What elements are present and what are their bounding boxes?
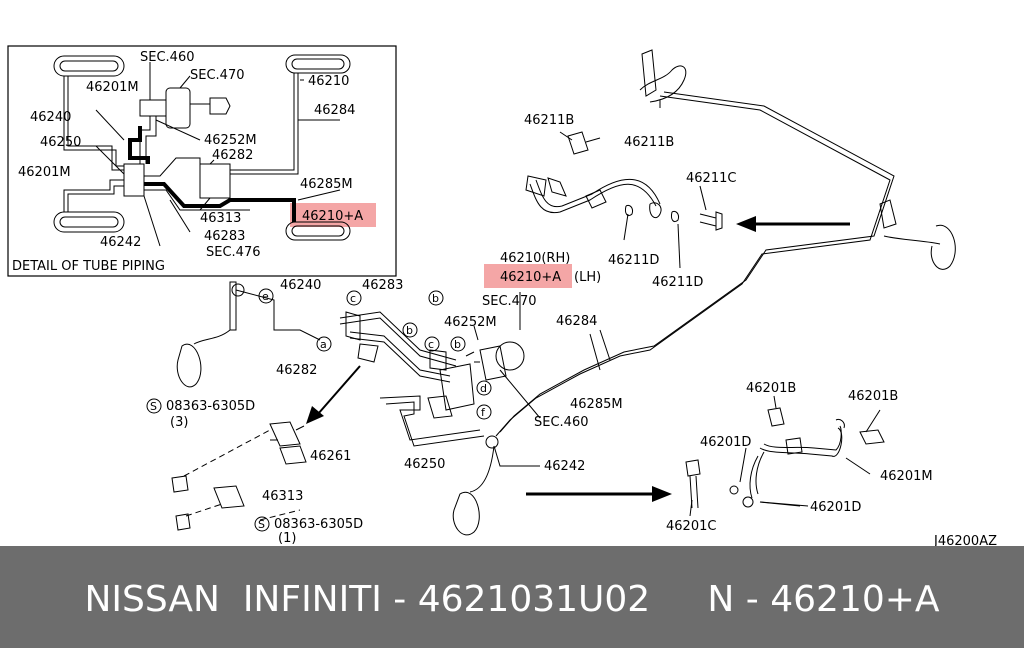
diagram-code: J46200AZ	[933, 534, 997, 546]
label-46211b-b: 46211B	[624, 135, 674, 150]
arrows	[306, 216, 850, 502]
label-46201b-a: 46201B	[746, 381, 796, 396]
highlight-detail-46210a	[290, 203, 376, 227]
circle-c1: c	[350, 292, 356, 305]
circle-d: d	[480, 382, 487, 395]
label-46313: 46313	[262, 489, 303, 504]
circle-s2: S	[258, 518, 265, 531]
circle-b3: b	[454, 338, 461, 351]
label-sec460: SEC.460	[534, 415, 589, 430]
detail-thick-tubes	[128, 126, 296, 222]
circle-letters	[146, 288, 492, 532]
label-46284: 46284	[556, 314, 597, 329]
circle-e: e	[262, 290, 269, 303]
circle-c2: c	[428, 338, 434, 351]
label-bolt2-qty: (1)	[278, 531, 296, 546]
label-46201c: 46201C	[666, 519, 716, 534]
label-46210a-lh: 46210+A	[500, 270, 561, 285]
brake-tube-diagram: SEC.460 SEC.470 46201M 46240 46250 46252…	[7, 45, 997, 546]
label-46250: 46250	[404, 457, 445, 472]
detail-46201m-left: 46201M	[18, 165, 71, 180]
detail-drawing	[53, 54, 351, 247]
label-46242: 46242	[544, 459, 585, 474]
label-46252m: 46252M	[444, 315, 497, 330]
circle-b1: b	[432, 292, 439, 305]
label-lh: (LH)	[574, 270, 601, 285]
label-46240: 46240	[280, 278, 321, 293]
detail-sec476: SEC.476	[206, 245, 261, 260]
circle-s1: S	[150, 400, 157, 413]
label-46201d-b: 46201D	[810, 500, 861, 515]
detail-46210: 46210	[308, 74, 349, 89]
detail-46285m: 46285M	[300, 177, 353, 192]
detail-46201m-top: 46201M	[86, 80, 139, 95]
label-46211b-a: 46211B	[524, 113, 574, 128]
circle-a: a	[320, 338, 327, 351]
label-46211d-a: 46211D	[608, 253, 659, 268]
label-sec470: SEC.470	[482, 294, 537, 309]
detail-46240: 46240	[30, 110, 71, 125]
circle-b2: b	[406, 324, 413, 337]
circle-f: f	[481, 406, 486, 419]
detail-46210a: 46210+A	[302, 209, 363, 224]
detail-frame	[7, 45, 397, 277]
label-46282: 46282	[276, 363, 317, 378]
main-drawing	[171, 49, 956, 536]
label-46210-rh: 46210(RH)	[500, 251, 570, 266]
detail-46282: 46282	[212, 148, 253, 163]
highlight-main-46210a	[484, 264, 572, 288]
label-46261: 46261	[310, 449, 351, 464]
detail-46313: 46313	[200, 211, 241, 226]
label-46201d-a: 46201D	[700, 435, 751, 450]
label-46285m: 46285M	[570, 397, 623, 412]
label-46201m: 46201M	[880, 469, 933, 484]
label-46201b-b: 46201B	[848, 389, 898, 404]
detail-46250: 46250	[40, 135, 81, 150]
detail-sec460: SEC.460	[140, 50, 195, 65]
label-46211d-b: 46211D	[652, 275, 703, 290]
label-bolt2: 08363-6305D	[274, 517, 363, 532]
label-bolt1: 08363-6305D	[166, 399, 255, 414]
detail-46242: 46242	[100, 235, 141, 250]
label-bolt1-qty: (3)	[170, 415, 188, 430]
footer-title: NISSAN INFINITI - 4621031U02 N - 46210+A	[84, 579, 940, 620]
detail-sec470: SEC.470	[190, 68, 245, 83]
detail-46252m: 46252M	[204, 133, 257, 148]
label-46211c: 46211C	[686, 171, 736, 186]
detail-caption: DETAIL OF TUBE PIPING	[12, 259, 165, 274]
label-46283: 46283	[362, 278, 403, 293]
detail-46283: 46283	[204, 229, 245, 244]
footer-bar: NISSAN INFINITI - 4621031U02 N - 46210+A	[0, 546, 1024, 648]
detail-46284: 46284	[314, 103, 355, 118]
